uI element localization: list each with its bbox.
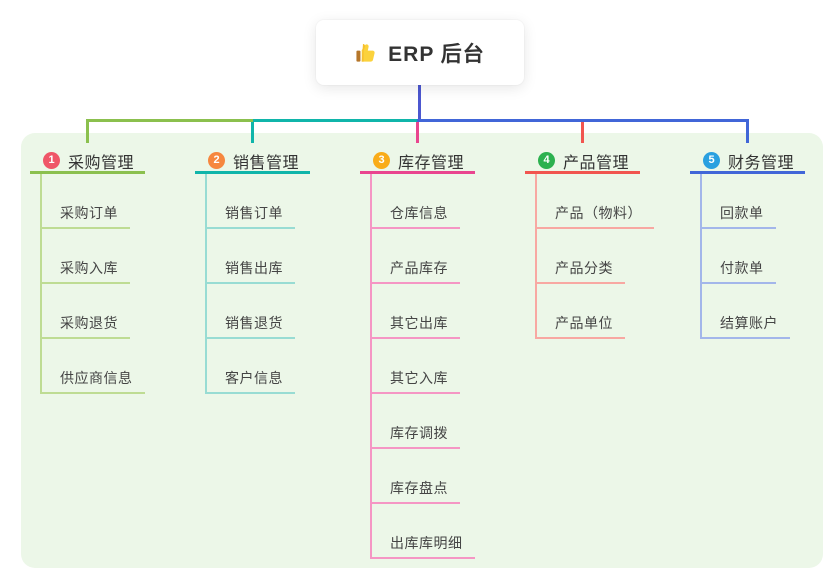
child-node[interactable]: 库存调拨 xyxy=(372,394,460,449)
child-node-label: 产品单位 xyxy=(555,315,613,331)
root-stem xyxy=(418,85,421,119)
branch-number-badge: 1 xyxy=(43,152,60,169)
child-node[interactable]: 产品库存 xyxy=(372,229,460,284)
child-node[interactable]: 采购入库 xyxy=(42,229,130,284)
child-node-label: 销售订单 xyxy=(225,205,283,221)
child-node-label: 销售出库 xyxy=(225,260,283,276)
child-node-label: 其它入库 xyxy=(390,370,448,386)
child-node[interactable]: 产品分类 xyxy=(537,229,625,284)
child-node-label: 客户信息 xyxy=(225,370,283,386)
branch-4: 4 产品管理产品（物料） 产品分类产品单位 xyxy=(525,150,654,339)
branch-1: 1 采购管理采购订单采购入库采购退货供应商信息 xyxy=(30,150,145,394)
branch-header-2[interactable]: 2 销售管理 xyxy=(195,150,310,174)
child-node-label: 库存盘点 xyxy=(390,480,448,496)
connector-drop-1 xyxy=(86,119,89,143)
branch-header-4[interactable]: 4 产品管理 xyxy=(525,150,640,174)
child-node[interactable]: 其它出库 xyxy=(372,284,460,339)
child-node-label: 出库库明细 xyxy=(390,535,463,551)
child-node[interactable]: 付款单 xyxy=(702,229,776,284)
child-node-label: 供应商信息 xyxy=(60,370,133,386)
child-node-label: 采购退货 xyxy=(60,315,118,331)
branches-panel xyxy=(21,133,823,568)
child-node-label: 仓库信息 xyxy=(390,205,448,221)
branch-number-badge: 3 xyxy=(373,152,390,169)
branch-3: 3 库存管理仓库信息产品库存其它出库其它入库库存调拨库存盘点出库库明细 xyxy=(360,150,475,559)
branch-header-3[interactable]: 3 库存管理 xyxy=(360,150,475,174)
child-node-label: 销售退货 xyxy=(225,315,283,331)
child-node[interactable]: 采购订单 xyxy=(42,174,130,229)
child-node[interactable]: 销售退货 xyxy=(207,284,295,339)
branch-label: 销售管理 xyxy=(233,154,300,172)
child-node-label: 其它出库 xyxy=(390,315,448,331)
bus-segment-left-outer xyxy=(87,119,253,122)
child-node-label: 回款单 xyxy=(720,205,764,221)
branch-2: 2 销售管理销售订单销售出库销售退货客户信息 xyxy=(195,150,310,394)
branch-label: 采购管理 xyxy=(68,154,135,172)
connector-drop-3 xyxy=(416,119,419,143)
branch-5: 5 财务管理回款单付款单结算账户 xyxy=(690,150,805,339)
branch-label: 产品管理 xyxy=(563,154,630,172)
connector-drop-5 xyxy=(746,119,749,143)
branch-header-1[interactable]: 1 采购管理 xyxy=(30,150,145,174)
child-node[interactable]: 库存盘点 xyxy=(372,449,460,504)
child-node-label: 付款单 xyxy=(720,260,764,276)
child-node[interactable]: 回款单 xyxy=(702,174,776,229)
child-node-label: 产品分类 xyxy=(555,260,613,276)
root-node[interactable]: ERP 后台 xyxy=(316,20,524,85)
child-node[interactable]: 销售出库 xyxy=(207,229,295,284)
child-node[interactable]: 其它入库 xyxy=(372,339,460,394)
child-node-label: 库存调拨 xyxy=(390,425,448,441)
child-node[interactable]: 仓库信息 xyxy=(372,174,460,229)
branch-children: 采购订单采购入库采购退货供应商信息 xyxy=(40,174,145,394)
branch-children: 回款单付款单结算账户 xyxy=(700,174,790,339)
child-node[interactable]: 客户信息 xyxy=(207,339,295,394)
branch-label: 财务管理 xyxy=(728,154,795,172)
child-node[interactable]: 产品（物料） xyxy=(537,174,654,229)
branch-number-badge: 4 xyxy=(538,152,555,169)
branch-header-5[interactable]: 5 财务管理 xyxy=(690,150,805,174)
child-node[interactable]: 结算账户 xyxy=(702,284,790,339)
child-node[interactable]: 采购退货 xyxy=(42,284,130,339)
connector-drop-2 xyxy=(251,119,254,143)
connector-drop-4 xyxy=(581,119,584,143)
child-node-label: 采购入库 xyxy=(60,260,118,276)
child-node[interactable]: 供应商信息 xyxy=(42,339,145,394)
branch-children: 仓库信息产品库存其它出库其它入库库存调拨库存盘点出库库明细 xyxy=(370,174,475,559)
bus-segment-right xyxy=(416,119,749,122)
branch-number-badge: 5 xyxy=(703,152,720,169)
bus-segment-left-inner xyxy=(252,119,420,122)
root-label: ERP 后台 xyxy=(388,42,485,66)
child-node-label: 产品（物料） xyxy=(555,205,642,221)
child-node[interactable]: 出库库明细 xyxy=(372,504,475,559)
thumbs-up-icon xyxy=(356,43,375,62)
branch-label: 库存管理 xyxy=(398,154,465,172)
child-node-label: 采购订单 xyxy=(60,205,118,221)
child-node[interactable]: 销售订单 xyxy=(207,174,295,229)
branch-children: 产品（物料） 产品分类产品单位 xyxy=(535,174,654,339)
branch-number-badge: 2 xyxy=(208,152,225,169)
branch-children: 销售订单销售出库销售退货客户信息 xyxy=(205,174,295,394)
child-node-label: 产品库存 xyxy=(390,260,448,276)
child-node[interactable]: 产品单位 xyxy=(537,284,625,339)
child-node-label: 结算账户 xyxy=(720,315,778,331)
